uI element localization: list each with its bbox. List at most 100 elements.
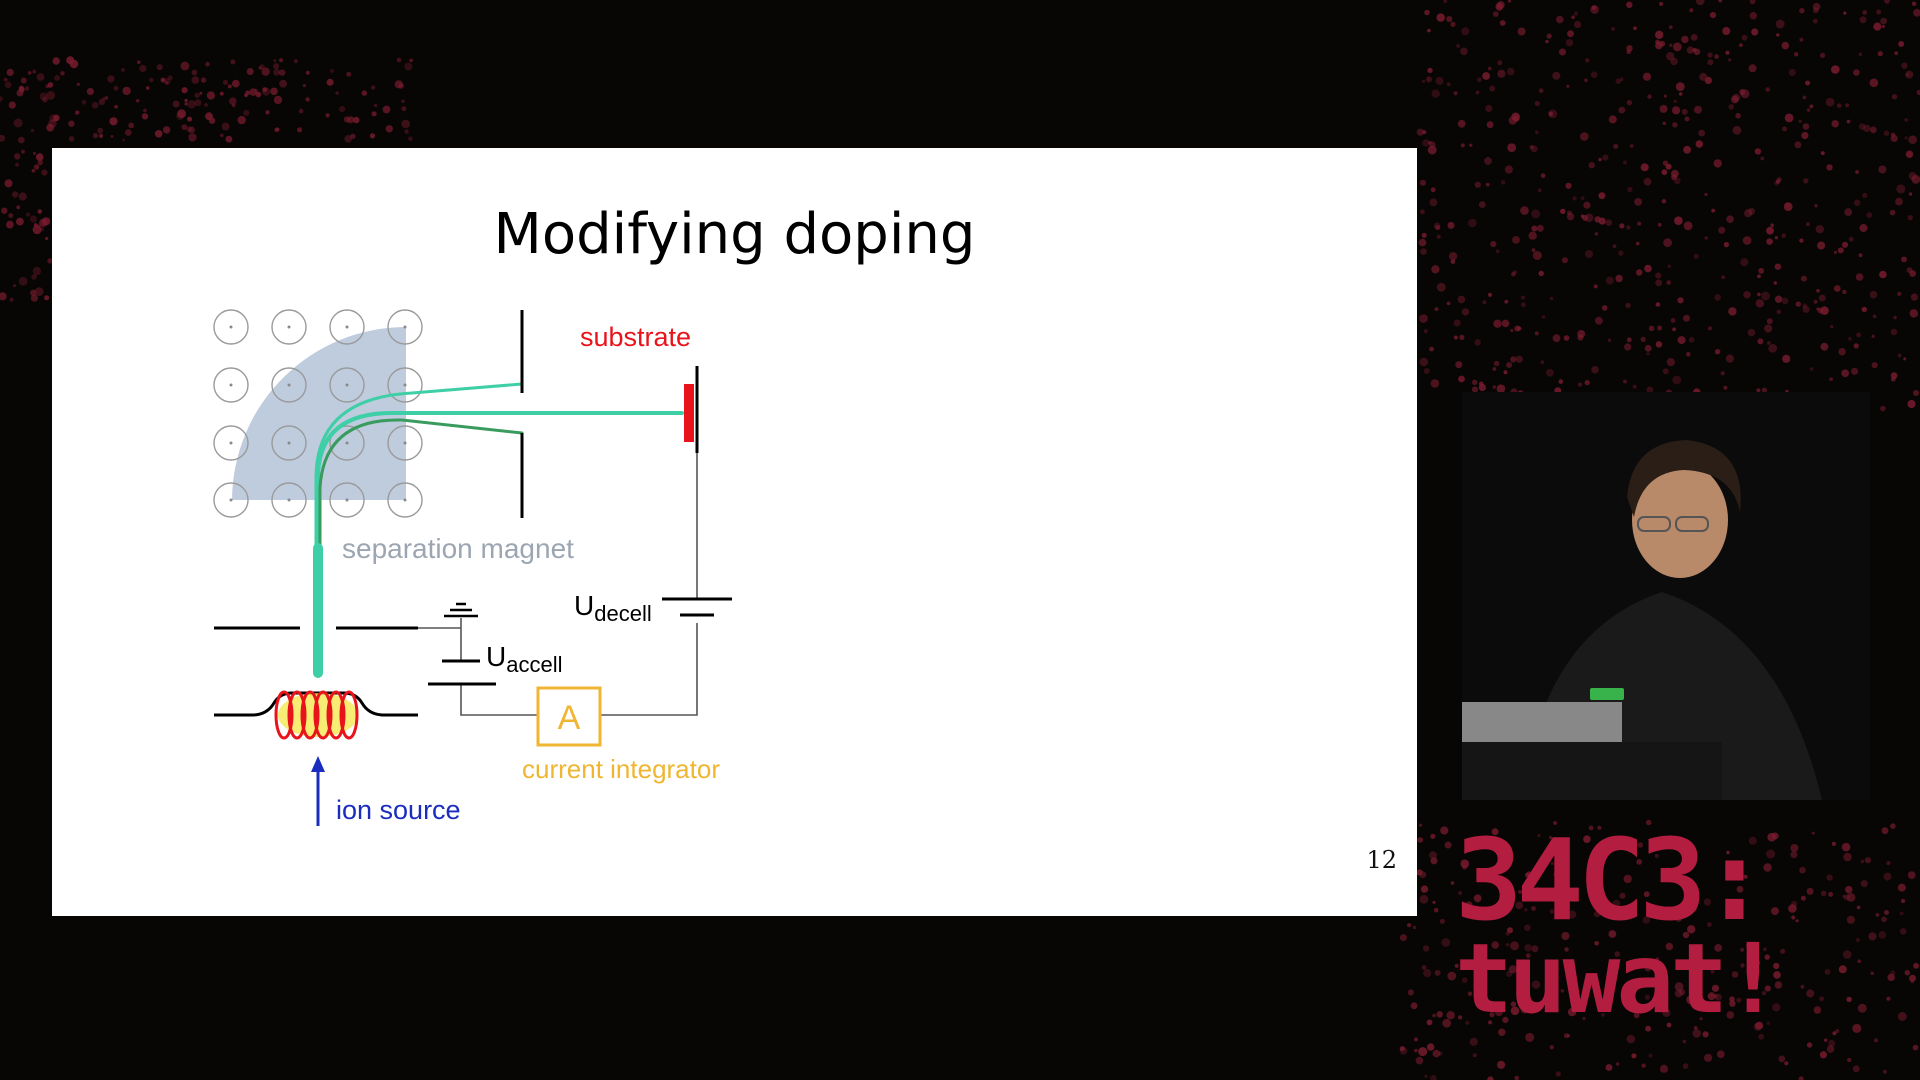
background-dot bbox=[1897, 1012, 1907, 1021]
background-dot bbox=[76, 82, 80, 86]
background-dot bbox=[1728, 307, 1737, 316]
background-dot bbox=[1739, 89, 1746, 96]
background-dot bbox=[1659, 1, 1664, 6]
background-dot bbox=[1771, 907, 1779, 916]
background-dot bbox=[1572, 196, 1577, 201]
background-dot bbox=[1741, 34, 1748, 41]
background-dot bbox=[1820, 342, 1829, 351]
background-dot bbox=[302, 84, 306, 88]
background-dot bbox=[1817, 307, 1824, 314]
background-dot bbox=[204, 103, 208, 107]
background-dot bbox=[1531, 980, 1541, 989]
background-dot bbox=[1886, 996, 1891, 1001]
presentation-slide: Modifying doping bbox=[52, 148, 1417, 916]
background-dot bbox=[1778, 1055, 1786, 1063]
background-dot bbox=[1800, 984, 1805, 989]
background-dot bbox=[1480, 838, 1490, 848]
background-dot bbox=[1492, 385, 1497, 389]
background-dot bbox=[1567, 210, 1572, 216]
background-dot bbox=[1615, 78, 1622, 84]
background-dot bbox=[1626, 225, 1631, 230]
background-dot bbox=[279, 79, 287, 88]
background-dot bbox=[1774, 981, 1783, 989]
background-dot bbox=[1626, 99, 1633, 106]
background-dot bbox=[1880, 17, 1887, 25]
background-dot bbox=[1461, 308, 1470, 316]
background-dot bbox=[1690, 951, 1695, 957]
background-dot bbox=[1514, 325, 1521, 332]
background-dot bbox=[1773, 281, 1778, 285]
background-dot bbox=[1460, 47, 1468, 56]
background-dot bbox=[1473, 894, 1482, 903]
background-dot bbox=[1654, 853, 1659, 858]
background-dot bbox=[1461, 27, 1470, 36]
background-dot bbox=[12, 191, 19, 198]
background-dot bbox=[261, 67, 270, 76]
background-dot bbox=[1897, 353, 1902, 358]
background-dot bbox=[1618, 106, 1626, 114]
background-dot bbox=[273, 68, 281, 76]
background-dot bbox=[1418, 823, 1423, 827]
background-dot bbox=[1689, 8, 1694, 13]
background-dot bbox=[1826, 874, 1833, 881]
background-dot bbox=[1672, 106, 1681, 115]
background-dot bbox=[1430, 833, 1436, 839]
background-dot bbox=[1831, 65, 1840, 74]
background-dot bbox=[1482, 300, 1487, 305]
background-dot bbox=[1861, 306, 1868, 313]
background-dot bbox=[1501, 319, 1510, 328]
background-dot bbox=[1510, 356, 1517, 363]
background-dot bbox=[274, 127, 279, 133]
background-dot bbox=[1761, 291, 1770, 301]
background-dot bbox=[1427, 28, 1431, 33]
background-dot bbox=[254, 88, 259, 93]
background-dot bbox=[32, 225, 42, 235]
background-dot bbox=[1636, 269, 1643, 276]
background-dot bbox=[1859, 16, 1867, 24]
background-dot bbox=[1766, 849, 1776, 859]
background-dot bbox=[102, 96, 106, 101]
background-dot bbox=[1686, 352, 1691, 357]
background-dot bbox=[46, 123, 55, 132]
background-dot bbox=[1647, 94, 1652, 99]
background-dot bbox=[1665, 163, 1672, 170]
background-dot bbox=[1813, 18, 1818, 24]
background-dot bbox=[1766, 318, 1773, 325]
background-dot bbox=[45, 236, 49, 241]
background-dot bbox=[27, 71, 32, 75]
background-dot bbox=[1468, 218, 1477, 228]
background-dot bbox=[1913, 8, 1920, 17]
background-dot bbox=[33, 164, 40, 170]
background-dot bbox=[1659, 104, 1668, 113]
background-dot bbox=[1471, 911, 1477, 917]
background-dot bbox=[1435, 76, 1444, 85]
background-dot bbox=[1814, 204, 1818, 208]
background-dot bbox=[1864, 857, 1871, 864]
background-dot bbox=[1524, 924, 1531, 931]
background-dot bbox=[1836, 103, 1842, 108]
background-dot bbox=[1728, 104, 1734, 110]
background-dot bbox=[1420, 248, 1427, 255]
background-dot bbox=[1725, 50, 1730, 55]
background-dot bbox=[255, 91, 262, 98]
background-dot bbox=[98, 133, 104, 139]
background-dot bbox=[1416, 128, 1424, 136]
background-dot bbox=[149, 77, 154, 83]
background-dot bbox=[1901, 62, 1908, 69]
background-dot bbox=[32, 69, 37, 74]
background-dot bbox=[1399, 934, 1407, 942]
background-dot bbox=[1718, 226, 1726, 234]
background-dot bbox=[1704, 236, 1708, 240]
background-dot bbox=[1794, 141, 1802, 149]
background-dot bbox=[1457, 295, 1466, 304]
background-dot bbox=[156, 64, 163, 71]
background-dot bbox=[1842, 289, 1847, 295]
ion-beam-main bbox=[316, 411, 684, 675]
background-dot bbox=[1911, 175, 1920, 184]
background-dot bbox=[20, 77, 27, 84]
background-dot bbox=[1905, 150, 1914, 158]
background-dot bbox=[1843, 894, 1850, 901]
ion-source-arrow-head bbox=[311, 756, 325, 772]
background-dot bbox=[0, 292, 7, 301]
background-dot bbox=[1472, 379, 1478, 385]
